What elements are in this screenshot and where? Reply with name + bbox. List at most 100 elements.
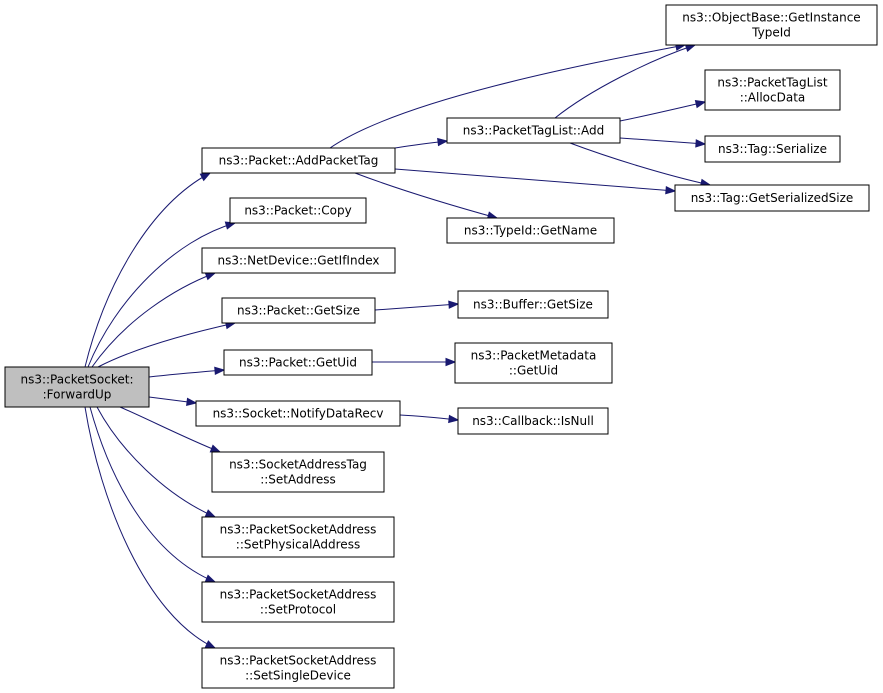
node-label-line: ::AllocData: [740, 91, 806, 105]
node-box[interactable]: [211, 451, 385, 493]
edge-root-to-ifindex: [91, 272, 217, 368]
node-box[interactable]: [457, 290, 609, 319]
node-box[interactable]: [665, 4, 878, 46]
node-label-line: ns3::PacketSocketAddress: [220, 523, 377, 537]
node-box[interactable]: [446, 117, 621, 144]
node-box[interactable]: [674, 184, 870, 212]
node-label-line: ns3::TypeId::GetName: [464, 224, 597, 238]
edge-line: [554, 44, 696, 119]
node-label-line: ns3::Packet::AddPacketTag: [219, 154, 379, 168]
node-addtag[interactable]: ns3::Packet::AddPacketTag: [201, 147, 396, 174]
node-setproto[interactable]: ns3::PacketSocketAddress::SetProtocol: [201, 581, 395, 623]
node-label-line: ns3::PacketSocketAddress: [220, 654, 377, 668]
node-allocdata[interactable]: ns3::PacketTagList::AllocData: [704, 69, 841, 111]
node-label-line: ::SetProtocol: [260, 603, 336, 617]
node-box[interactable]: [201, 147, 396, 174]
node-notify[interactable]: ns3::Socket::NotifyDataRecv: [195, 400, 401, 427]
edge-line: [619, 137, 706, 145]
edge-line: [354, 172, 498, 219]
arrowhead-icon: [437, 137, 449, 147]
node-box[interactable]: [704, 69, 841, 111]
edge-line: [91, 272, 216, 368]
node-typename[interactable]: ns3::TypeId::GetName: [446, 217, 615, 244]
node-pmuid[interactable]: ns3::PacketMetadata::GetUid: [454, 342, 613, 384]
edge-root-to-notify: [148, 396, 198, 407]
node-label-line: ::SetPhysicalAddress: [236, 538, 360, 552]
node-sockaddr[interactable]: ns3::SocketAddressTag::SetAddress: [211, 451, 385, 493]
edge-line: [619, 101, 706, 122]
node-bufsize[interactable]: ns3::Buffer::GetSize: [457, 290, 609, 319]
edge-addtag-to-tagadd: [394, 137, 449, 149]
edge-line: [97, 322, 236, 368]
node-label-line: ns3::Socket::NotifyDataRecv: [213, 407, 384, 421]
node-box[interactable]: [223, 349, 373, 376]
edge-line: [119, 406, 221, 453]
edge-line: [394, 168, 676, 192]
node-tagadd[interactable]: ns3::PacketTagList::Add: [446, 117, 621, 144]
node-setphys[interactable]: ns3::PacketSocketAddress::SetPhysicalAdd…: [201, 516, 395, 558]
node-box[interactable]: [201, 247, 396, 274]
node-box[interactable]: [454, 342, 613, 384]
edge-line: [329, 44, 686, 149]
edge-line: [84, 172, 211, 368]
node-box[interactable]: [446, 217, 615, 244]
edge-root-to-setproto: [89, 406, 217, 583]
node-box[interactable]: [201, 581, 395, 623]
edge-getsize-to-bufsize: [374, 300, 460, 311]
arrowhead-icon: [694, 100, 707, 109]
edge-line: [84, 406, 216, 649]
node-box[interactable]: [704, 135, 841, 163]
node-box[interactable]: [201, 647, 395, 689]
node-box[interactable]: [4, 366, 150, 408]
node-label-line: :ForwardUp: [43, 388, 112, 402]
node-label-line: TypeId: [751, 26, 791, 40]
node-copy[interactable]: ns3::Packet::Copy: [229, 197, 367, 224]
node-box[interactable]: [457, 407, 609, 435]
node-label-line: ns3::Packet::GetUid: [239, 356, 357, 370]
arrowhead-icon: [209, 444, 222, 453]
node-getsize[interactable]: ns3::Packet::GetSize: [221, 297, 376, 324]
node-label-line: ns3::Packet::Copy: [244, 204, 351, 218]
node-label-line: ns3::PacketMetadata: [471, 349, 597, 363]
node-ifindex[interactable]: ns3::NetDevice::GetIfIndex: [201, 247, 396, 274]
edge-notify-to-cbnull: [399, 414, 460, 424]
node-getuid[interactable]: ns3::Packet::GetUid: [223, 349, 373, 376]
arrowhead-icon: [204, 574, 217, 583]
arrowhead-icon: [695, 139, 707, 148]
edge-root-to-setdevice: [84, 406, 217, 649]
node-box[interactable]: [229, 197, 367, 224]
node-label-line: ns3::Tag::GetSerializedSize: [691, 191, 854, 205]
node-box[interactable]: [201, 516, 395, 558]
node-label-line: ns3::Buffer::GetSize: [473, 298, 593, 312]
nodes: ns3::PacketSocket::ForwardUp ns3::Packet:…: [4, 4, 878, 689]
node-label-line: ::GetUid: [509, 364, 558, 378]
node-label-line: ns3::PacketTagList::Add: [463, 124, 604, 138]
node-label-line: ns3::SocketAddressTag: [229, 458, 367, 472]
edge-addtag-to-sersize: [394, 168, 677, 195]
node-box[interactable]: [195, 400, 401, 427]
edge-tagadd-to-allocdata: [619, 100, 707, 122]
edge-tagadd-to-gettid: [554, 43, 697, 119]
node-label-line: ::SetAddress: [260, 473, 336, 487]
arrowhead-icon: [448, 414, 460, 424]
edge-root-to-addtag: [84, 172, 212, 368]
edge-tagadd-to-serialize: [619, 137, 707, 148]
node-sersize[interactable]: ns3::Tag::GetSerializedSize: [674, 184, 870, 212]
node-root[interactable]: ns3::PacketSocket::ForwardUp: [4, 366, 150, 408]
node-setdevice[interactable]: ns3::PacketSocketAddress::SetSingleDevic…: [201, 647, 395, 689]
arrowhead-icon: [448, 300, 460, 309]
node-label-line: ns3::Tag::Serialize: [718, 142, 827, 156]
edges: [84, 42, 712, 649]
node-label-line: ns3::ObjectBase::GetInstance: [682, 11, 860, 25]
node-serialize[interactable]: ns3::Tag::Serialize: [704, 135, 841, 163]
node-label-line: ns3::NetDevice::GetIfIndex: [218, 254, 380, 268]
node-label-line: ns3::Callback::IsNull: [472, 414, 594, 428]
node-cbnull[interactable]: ns3::Callback::IsNull: [457, 407, 609, 435]
node-box[interactable]: [221, 297, 376, 324]
edge-root-to-getsize: [97, 320, 237, 368]
edge-line: [374, 303, 459, 311]
edge-tagadd-to-sersize: [569, 142, 712, 188]
arrowhead-icon: [214, 366, 226, 376]
